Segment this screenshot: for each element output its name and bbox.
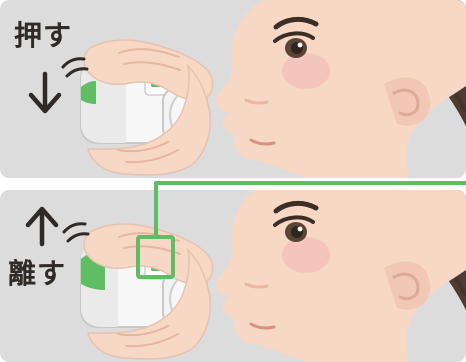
push-step-panel: 押す — [0, 0, 466, 178]
down-arrow-icon — [31, 74, 59, 111]
release-step-panel: 離す — [0, 190, 466, 362]
release-instruction-label: 離す — [8, 260, 66, 288]
motion-lines-icon — [64, 224, 88, 241]
woman-face — [216, 190, 466, 362]
release-step-artwork — [0, 190, 466, 362]
push-instruction-label: 押す — [14, 22, 72, 50]
woman-face — [216, 0, 466, 178]
up-arrow-icon — [28, 209, 56, 244]
